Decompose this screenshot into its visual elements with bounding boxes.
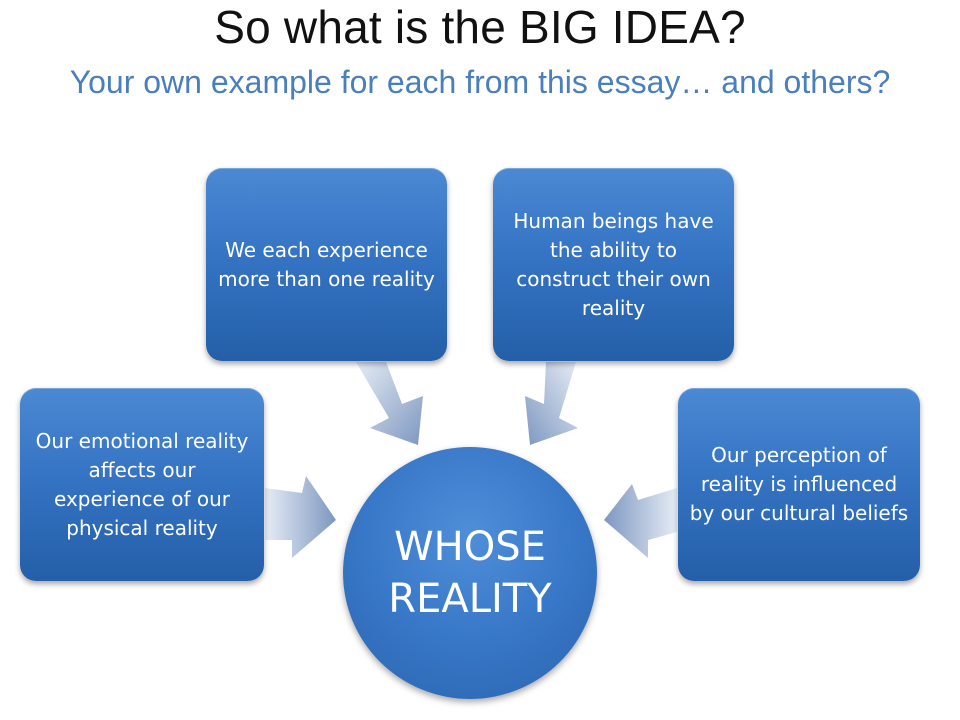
center-hub: WHOSE REALITY [343,447,597,699]
arrow-top-left [356,362,423,445]
slide-subtitle: Your own example for each from this essa… [69,64,891,100]
arrow-left [265,476,336,558]
arrow-top-right [525,362,578,445]
node-top-right: Human beings have the ability to constru… [493,168,734,361]
node-right: Our perception of reality is influenced … [678,388,920,581]
arrow-right [604,484,677,558]
node-left: Our emotional reality affects our experi… [20,388,264,581]
slide-title: So what is the BIG IDEA? [214,1,746,53]
node-top-left: We each experience more than one reality [206,168,447,361]
center-hub-label: WHOSE REALITY [388,524,552,622]
